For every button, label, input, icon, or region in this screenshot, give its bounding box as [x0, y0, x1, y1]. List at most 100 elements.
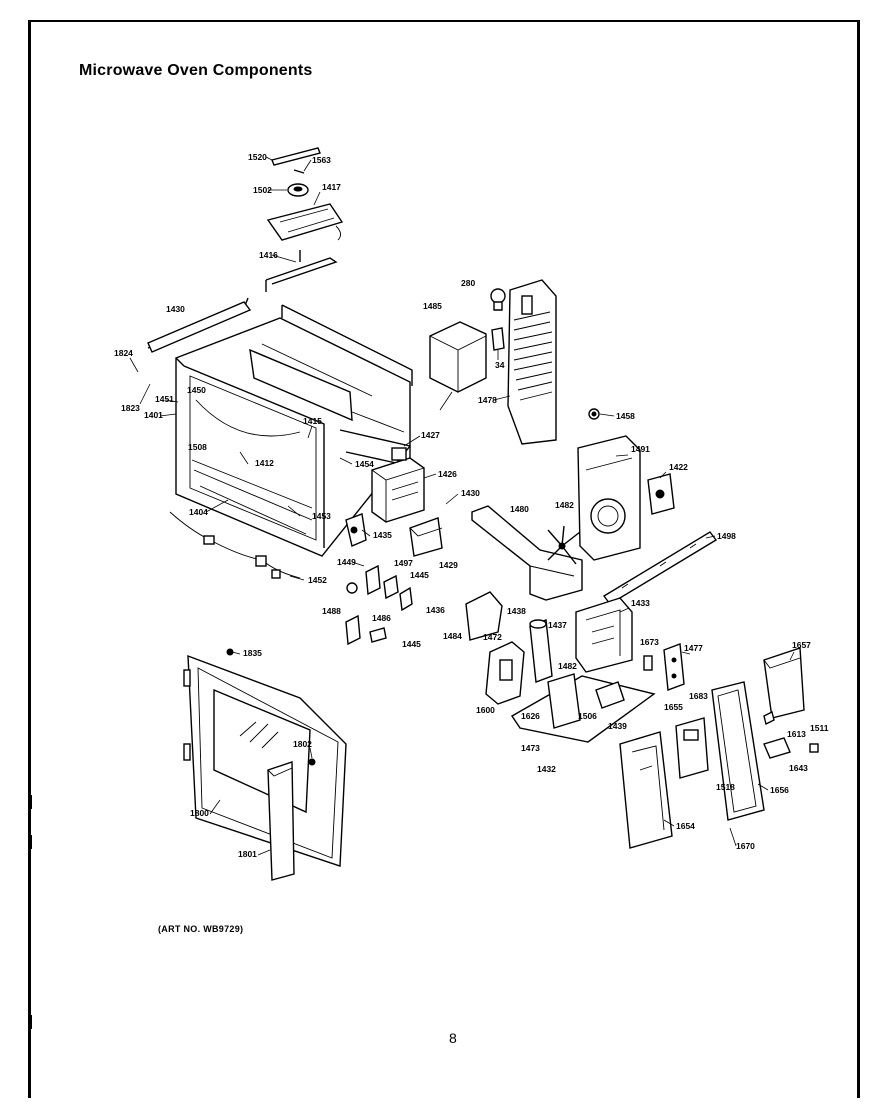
part-label: 1439	[608, 721, 627, 731]
part-label: 1404	[189, 507, 208, 517]
part-label: 1417	[322, 182, 341, 192]
part-label: 1437	[548, 620, 567, 630]
clip-1563	[293, 159, 312, 174]
part-label: 1563	[312, 155, 331, 165]
part-label: 1445	[402, 639, 421, 649]
stirrer-cover-1417	[266, 191, 344, 241]
part-label: 1435	[373, 530, 392, 540]
part-label: 1520	[248, 152, 267, 162]
page-border	[28, 20, 860, 1098]
base-plate-1432	[511, 673, 656, 743]
cover-1484	[465, 591, 503, 641]
part-label: 1452	[308, 575, 327, 585]
part-label: 1451	[155, 394, 174, 404]
part-label: 1656	[770, 785, 789, 795]
part-label: 1449	[337, 557, 356, 567]
part-label: 1484	[443, 631, 462, 641]
part-label: 1433	[631, 598, 650, 608]
switch-1435	[345, 513, 367, 547]
part-label: 280	[461, 278, 475, 288]
part-label: 1835	[243, 648, 262, 658]
part-1673	[643, 655, 653, 671]
bracket-1472	[485, 641, 525, 705]
part-label: 1643	[789, 763, 808, 773]
fan-motor-1422	[647, 473, 675, 515]
part-label: 1473	[521, 743, 540, 753]
part-label: 1445	[410, 570, 429, 580]
part-label: 1427	[421, 430, 440, 440]
part-label: 1430	[461, 488, 480, 498]
latch-1802	[308, 758, 316, 766]
part-label: 1654	[676, 821, 695, 831]
part-label: 1426	[438, 469, 457, 479]
door-1800	[183, 654, 347, 867]
art-number: (ART NO. WB9729)	[158, 924, 244, 934]
grommet-1458	[588, 408, 600, 420]
part-label: 1480	[510, 504, 529, 514]
part-label: 1438	[507, 606, 526, 616]
part-label: 1491	[631, 444, 650, 454]
control-board-1655	[675, 717, 709, 779]
part-label: 1486	[372, 613, 391, 623]
part-label: 1657	[792, 640, 811, 650]
cover-1657	[763, 647, 805, 719]
duct-1478	[507, 279, 557, 445]
part-label: 1482	[555, 500, 574, 510]
part-label: 1511	[810, 723, 829, 733]
transformer-1433	[575, 597, 633, 673]
part-label: 1472	[483, 632, 502, 642]
part-label: 1508	[188, 442, 207, 452]
part-label: 1498	[717, 531, 736, 541]
part-label: 1436	[426, 605, 445, 615]
stirrer-1502	[268, 183, 309, 197]
part-label: 1432	[537, 764, 556, 774]
page-title: Microwave Oven Components	[79, 62, 313, 79]
part-label: 1401	[144, 410, 163, 420]
part-label: 1600	[476, 705, 495, 715]
lamp-280	[490, 288, 506, 351]
part-label: 1453	[312, 511, 331, 521]
part-label: 1823	[121, 403, 140, 413]
part-label: 1502	[253, 185, 272, 195]
part-label: 1458	[616, 411, 635, 421]
part-label: 1454	[355, 459, 374, 469]
oven-cavity	[147, 297, 413, 557]
part-label: 1430	[166, 304, 185, 314]
part-label: 1683	[689, 691, 708, 701]
part-label: 1429	[439, 560, 458, 570]
part-label: 1415	[303, 416, 322, 426]
part-label: 1497	[394, 558, 413, 568]
part-label: 1422	[669, 462, 688, 472]
part-label: 34	[495, 360, 505, 370]
part-label: 1802	[293, 739, 312, 749]
margin-mark	[30, 795, 32, 809]
touch-panel-1654	[619, 731, 673, 849]
fan-bracket-1491	[577, 435, 641, 561]
part-label: 1655	[664, 702, 683, 712]
part-label: 1416	[259, 250, 278, 260]
part-label: 1801	[238, 849, 257, 859]
shield-1485	[429, 321, 487, 393]
part-label: 1482	[558, 661, 577, 671]
part-label: 1626	[521, 711, 540, 721]
door-handle-1801	[267, 761, 295, 881]
part-label: 1518	[716, 782, 735, 792]
part-label: 1670	[736, 841, 755, 851]
part-label: 1613	[787, 729, 806, 739]
margin-mark	[30, 1015, 32, 1029]
leader-lines	[129, 350, 795, 856]
part-label: 1506	[578, 711, 597, 721]
support-1416	[265, 250, 338, 292]
wire-harness-1452	[169, 511, 301, 579]
capacitor-1437	[529, 619, 553, 683]
part-number-labels: 1520 1563 1502 1417 1416 1430 1824 1823 …	[114, 152, 829, 859]
part-label: 1450	[187, 385, 206, 395]
part-label: 1800	[190, 808, 209, 818]
page-number: 8	[449, 1030, 457, 1046]
top-bracket-1520	[265, 147, 321, 166]
panel-frame-1656	[711, 681, 765, 821]
magnetron-1426	[371, 447, 425, 523]
part-label: 1478	[478, 395, 497, 405]
